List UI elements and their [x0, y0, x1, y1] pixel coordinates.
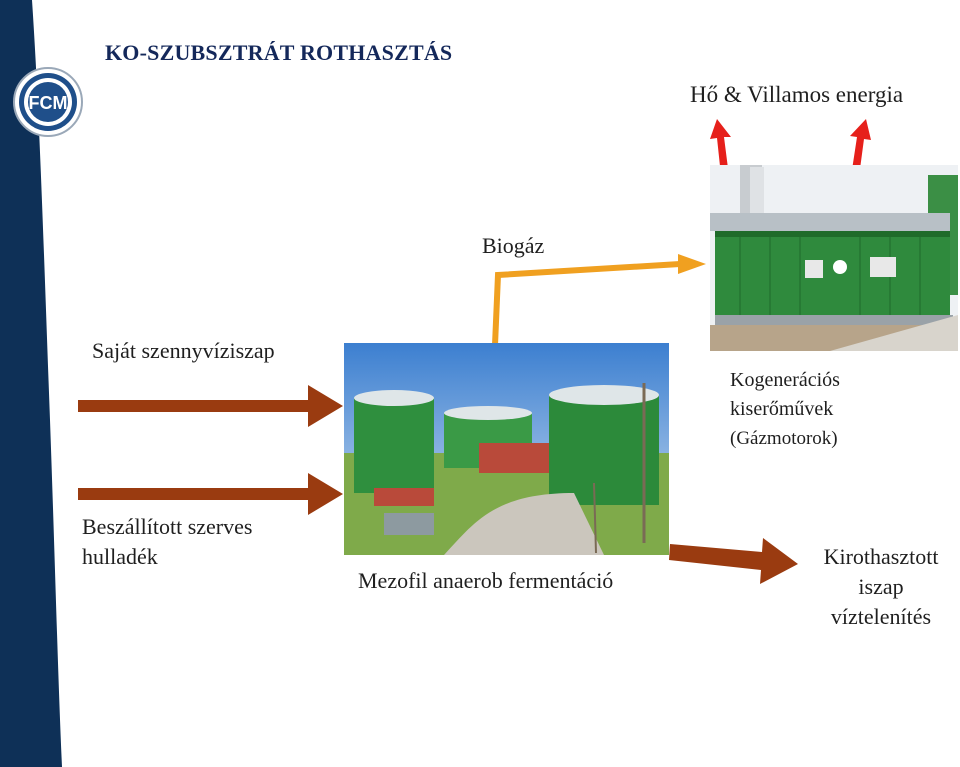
cogeneration-label: Kogenerációs kiserőművek (Gázmotorok) — [730, 366, 840, 453]
output-arrow — [669, 538, 798, 584]
cogeneration-line-2: kiserőművek — [730, 398, 834, 420]
biogas-arrow — [492, 254, 706, 346]
page-title: KO-SZUBSZTRÁT ROTHASZTÁS — [105, 40, 453, 65]
digested-sludge-line-2: iszap — [858, 574, 904, 599]
input-arrows — [78, 385, 343, 515]
digester-plant-photo — [344, 343, 669, 555]
delivered-waste-label: Beszállított szerves hulladék — [82, 512, 252, 572]
delivered-waste-line-1: Beszállított szerves — [82, 514, 253, 539]
digested-sludge-line-3: víztelenítés — [830, 604, 932, 629]
delivered-waste-line-2: hulladék — [82, 544, 158, 569]
svg-text:FCM: FCM — [29, 93, 68, 113]
fermentation-label: Mezofil anaerob fermentáció — [358, 568, 614, 593]
gas-engine-photo — [710, 165, 958, 351]
energy-output-label: Hő & Villamos energia — [690, 82, 904, 107]
biogas-label: Biogáz — [482, 233, 545, 258]
digested-sludge-line-1: Kirothasztott — [823, 544, 939, 569]
own-sludge-label: Saját szennyvíziszap — [92, 338, 275, 363]
fcm-logo: FCM — [13, 67, 83, 137]
cogeneration-line-3: (Gázmotorok) — [730, 428, 838, 449]
cogeneration-line-1: Kogenerációs — [730, 369, 840, 391]
digested-sludge-label: Kirothasztott iszap víztelenítés — [808, 542, 954, 632]
